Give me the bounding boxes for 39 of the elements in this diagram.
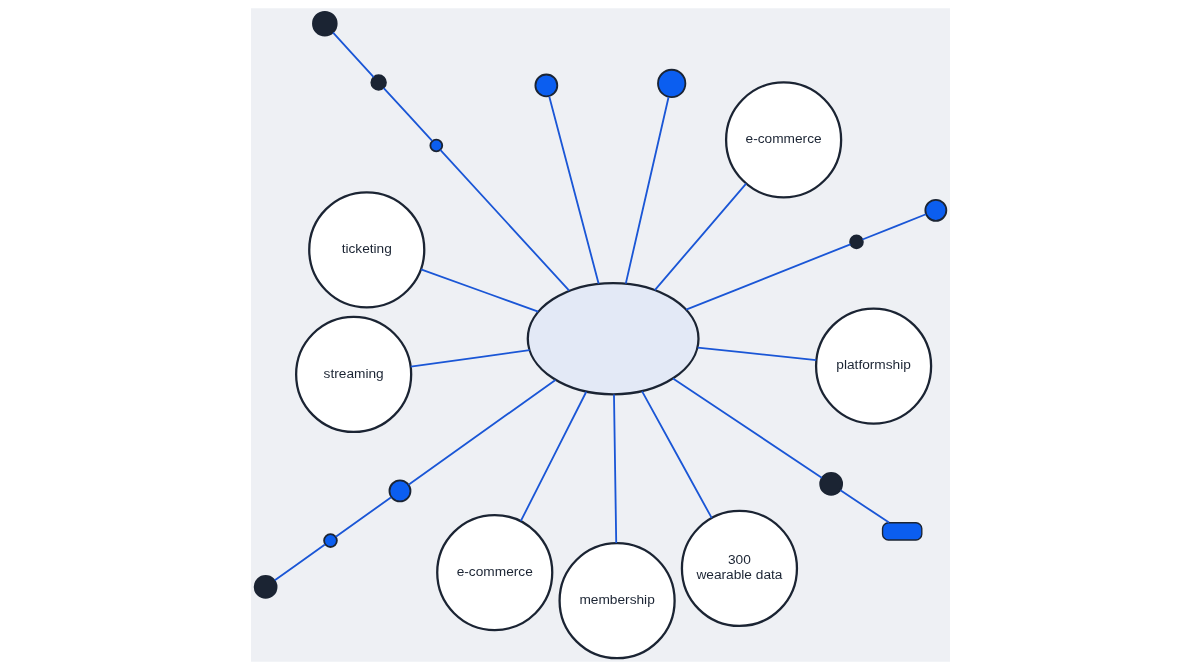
- node-circle: membership: [557, 542, 676, 660]
- connector: [624, 96, 669, 285]
- node-circle: platformship: [814, 307, 932, 425]
- node-circle: e-commerce: [724, 81, 842, 199]
- connector: [684, 243, 851, 311]
- connector: [334, 496, 392, 538]
- node-circle: [656, 68, 686, 99]
- node-circle: [818, 472, 843, 496]
- node-circle: [428, 138, 443, 153]
- connector: [696, 346, 817, 361]
- connector: [612, 393, 617, 544]
- node-circle: e-commerce: [435, 513, 553, 632]
- connector: [547, 95, 600, 285]
- node-circle: streaming: [294, 315, 412, 434]
- connector: [640, 390, 713, 519]
- node-circle: [322, 533, 338, 548]
- node-circle: [533, 73, 558, 98]
- connector: [331, 31, 375, 78]
- connector: [519, 390, 587, 522]
- node-circle: [253, 575, 277, 599]
- node-circle: 300 wearable data: [680, 509, 798, 628]
- connector: [419, 268, 539, 313]
- connector: [671, 377, 823, 479]
- node-toggle: [881, 522, 922, 541]
- connector: [653, 182, 747, 291]
- node-circle: [848, 234, 864, 250]
- node-cloud: [526, 281, 700, 396]
- connector: [407, 379, 556, 486]
- connector: [438, 148, 570, 292]
- node-circle: [388, 479, 411, 503]
- connector: [409, 349, 530, 368]
- connector: [273, 543, 326, 582]
- connector: [839, 489, 890, 524]
- connector: [861, 213, 927, 241]
- node-circle: [369, 74, 387, 91]
- node-circle: [923, 198, 947, 222]
- node-circle: ticketing: [307, 191, 425, 309]
- connector: [382, 87, 433, 142]
- node-circle: [311, 10, 338, 37]
